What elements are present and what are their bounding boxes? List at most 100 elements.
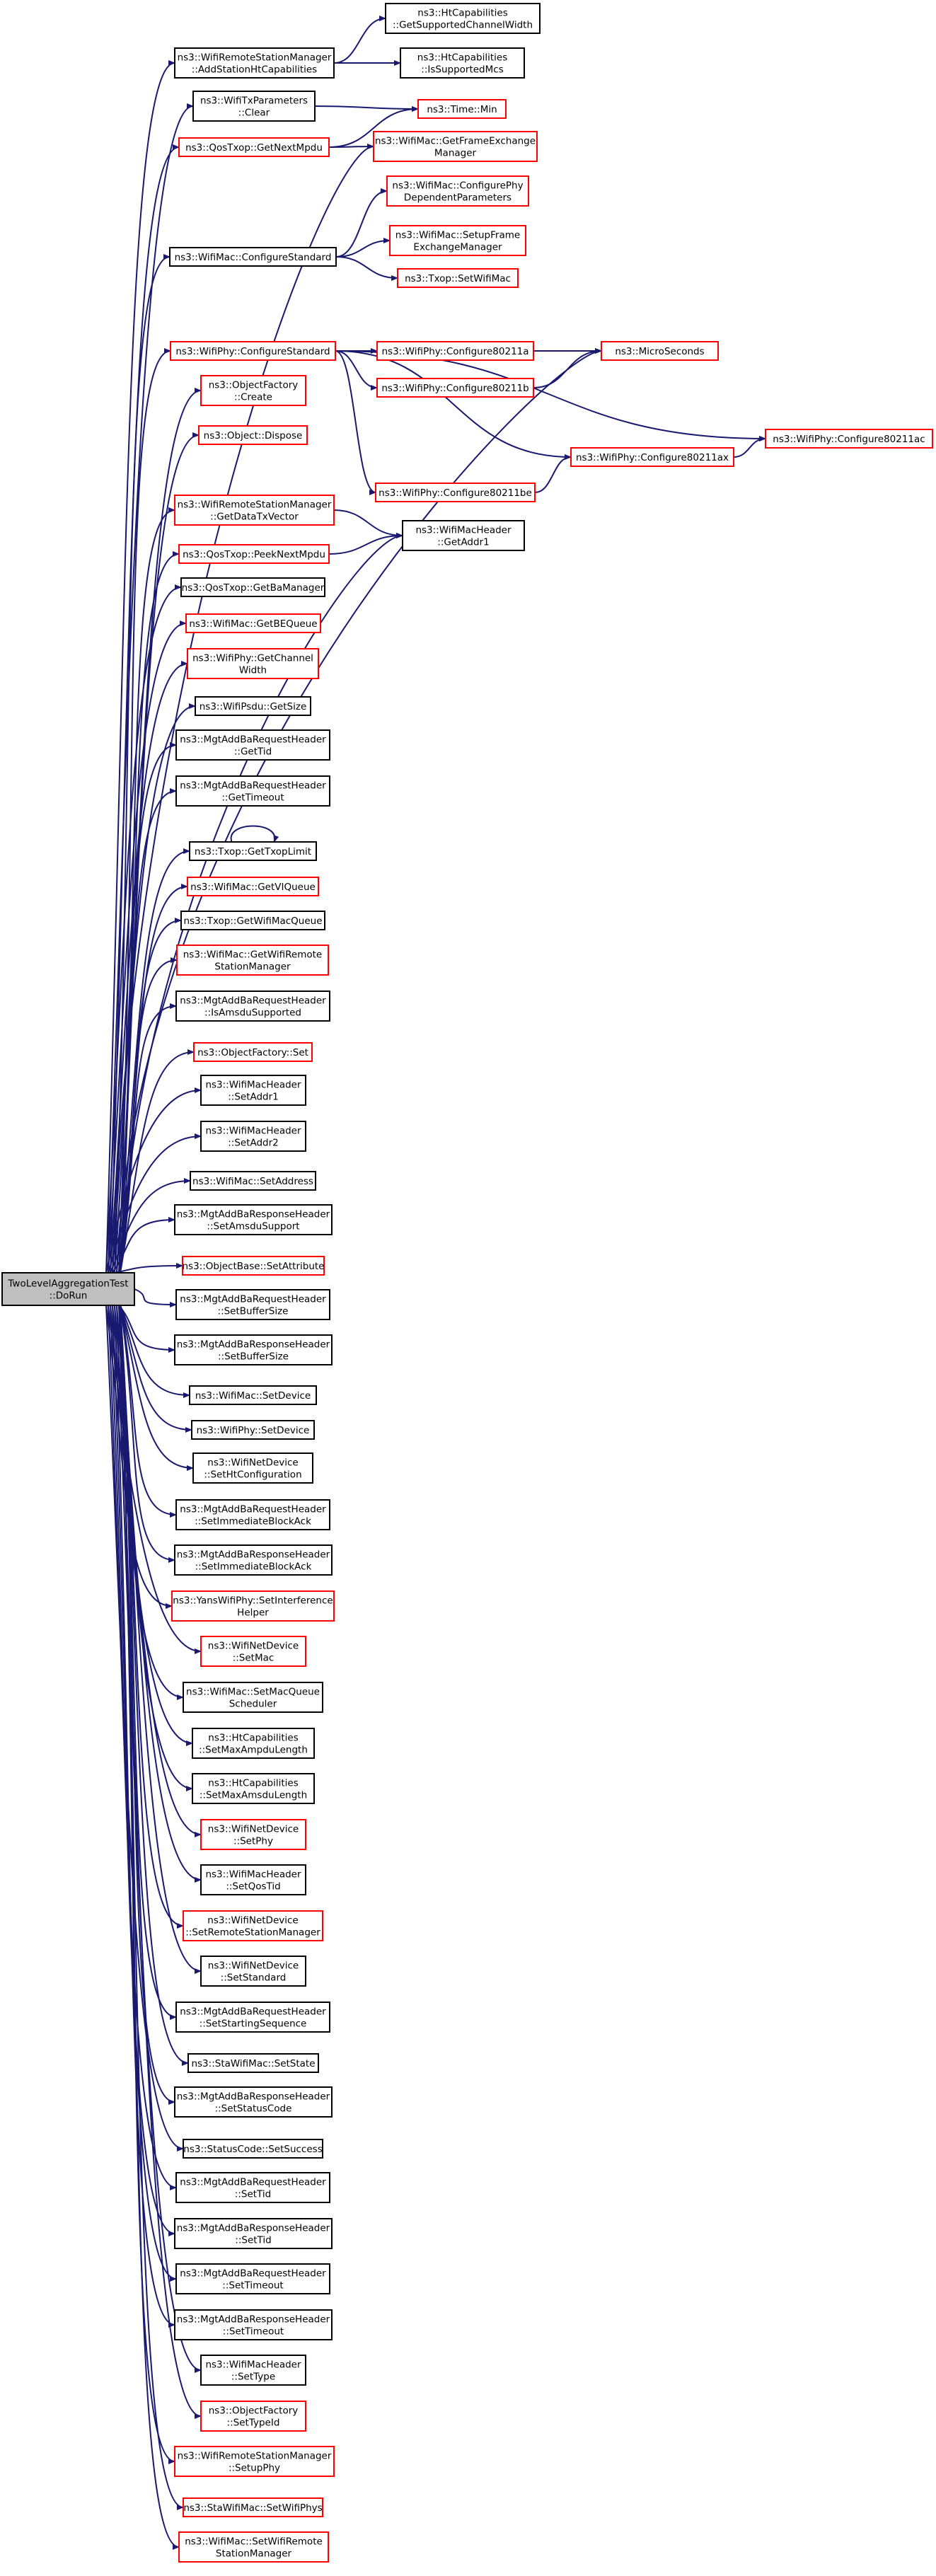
node-n_setwrsm[interactable]: ns3::WifiMac::SetWifiRemoteStationManage… [178,2531,329,2563]
node-n_peek[interactable]: ns3::QosTxop::PeekNextMpdu [178,544,330,564]
node-n_bamgr[interactable]: ns3::QosTxop::GetBaManager [180,577,325,597]
node-n_gettimeout[interactable]: ns3::MgtAddBaRequestHeader::GetTimeout [175,775,330,807]
edge-root-to-n_gettid [114,742,177,1273]
node-n_reqimm[interactable]: ns3::MgtAddBaRequestHeader::SetImmediate… [175,1499,330,1530]
node-n_ofcreate[interactable]: ns3::ObjectFactory::Create [200,375,306,406]
node-label: ::SetImmediateBlockAck [195,1561,312,1573]
node-n_micro[interactable]: ns3::MicroSeconds [601,341,719,361]
node-n_respsettid[interactable]: ns3::MgtAddBaResponseHeader::SetTid [174,2218,333,2249]
node-n_setstate[interactable]: ns3::StaWifiMac::SetState [187,2053,319,2073]
node-n_reqbuf[interactable]: ns3::MgtAddBaRequestHeader::SetBufferSiz… [175,1289,330,1320]
node-n_c11be[interactable]: ns3::WifiPhy::Configure80211be [375,483,536,502]
node-n_isamsdu[interactable]: ns3::MgtAddBaRequestHeader::IsAmsduSuppo… [175,990,330,1022]
node-n_ofset[interactable]: ns3::ObjectFactory::Set [193,1042,313,1062]
node-n_setupphy[interactable]: ns3::WifiRemoteStationManager::SetupPhy [174,2446,335,2477]
node-label: ExchangeManager [413,242,502,253]
node-n_setseq[interactable]: ns3::MgtAddBaRequestHeader::SetStartingS… [175,2002,330,2033]
node-n_setqostid[interactable]: ns3::WifiMacHeader::SetQosTid [200,1864,306,1895]
node-n_c11b[interactable]: ns3::WifiPhy::Configure80211b [376,378,534,398]
node-n_htsup[interactable]: ns3::HtCapabilities::GetSupportedChannel… [385,3,541,34]
node-n_getrsm[interactable]: ns3::WifiMac::GetWifiRemoteStationManage… [176,945,329,976]
node-n_txoplimit[interactable]: ns3::Txop::GetTxopLimit [189,841,317,861]
node-n_setaddress[interactable]: ns3::WifiMac::SetAddress [190,1171,316,1191]
node-label: ns3::WifiMac::ConfigureStandard [175,252,332,263]
node-label: ns3::MgtAddBaRequestHeader [180,2268,326,2280]
edge-root-to-n_physetdev [120,1305,192,1433]
node-n_addsta[interactable]: ns3::WifiRemoteStationManager::AddStatio… [174,47,335,79]
node-n_macconf[interactable]: ns3::WifiMac::ConfigureStandard [169,247,337,267]
node-label: ns3::WifiMac::SetAddress [192,1176,313,1187]
node-n_timemin[interactable]: ns3::Time::Min [417,99,507,119]
node-n_gettid[interactable]: ns3::MgtAddBaRequestHeader::GetTid [175,729,330,761]
node-n_setstd[interactable]: ns3::WifiNetDevice::SetStandard [200,1956,306,1987]
node-n_settype[interactable]: ns3::WifiMacHeader::SetType [200,2355,306,2386]
node-n_reqsettid[interactable]: ns3::MgtAddBaRequestHeader::SetTid [175,2172,330,2203]
node-n_respsettimeout[interactable]: ns3::MgtAddBaResponseHeader::SetTimeout [174,2309,333,2340]
node-label: ns3::MgtAddBaRequestHeader [180,734,326,746]
node-label: ns3::Txop::SetWifiMac [405,273,511,284]
node-n_reqsettimeout[interactable]: ns3::MgtAddBaRequestHeader::SetTimeout [175,2263,330,2294]
node-n_macsetdev[interactable]: ns3::WifiMac::SetDevice [189,1385,317,1405]
node-label: ns3::MgtAddBaRequestHeader [180,2006,326,2018]
node-n_phyconf[interactable]: ns3::WifiPhy::ConfigureStandard [170,341,336,361]
node-n_dispose[interactable]: ns3::Object::Dispose [198,425,308,445]
edge-root-to-n_setaddr2 [108,1133,202,1273]
node-n_setrsm[interactable]: ns3::WifiNetDevice::SetRemoteStationMana… [183,1910,323,1941]
node-n_setmac[interactable]: ns3::WifiNetDevice::SetMac [200,1636,306,1667]
edge-root-to-n_txclear [108,103,194,1273]
node-n_maxamsdu[interactable]: ns3::HtCapabilities::SetMaxAmsduLength [192,1773,315,1804]
node-n_viq[interactable]: ns3::WifiMac::GetVIQueue [187,877,319,896]
node-n_setsuccess[interactable]: ns3::StatusCode::SetSuccess [183,2139,323,2159]
edge-root-to-n_setaddr1 [105,1087,202,1273]
node-n_c11ac[interactable]: ns3::WifiPhy::Configure80211ac [765,429,933,449]
node-label: ns3::WifiMacHeader [205,2360,301,2371]
node-n_maxampdu[interactable]: ns3::HtCapabilities::SetMaxAmpduLength [192,1728,315,1759]
node-n_datatx[interactable]: ns3::WifiRemoteStationManager::GetDataTx… [174,495,335,526]
edge-root-to-n_addr1 [120,533,403,1273]
edge-root-to-n_reqimm [120,1305,177,1518]
node-n_wmq[interactable]: ns3::Txop::GetWifiMacQueue [180,911,325,930]
edge-root-to-n_txoplimit [118,848,190,1273]
edge-root-to-n_respsettimeout [114,1305,175,2328]
edge-root-to-n_setaddress [110,1178,191,1273]
node-root[interactable]: TwoLevelAggregationTest::DoRun [1,1272,135,1306]
node-label: ns3::Txop::GetTxopLimit [195,846,311,857]
node-n_setaddr2[interactable]: ns3::WifiMacHeader::SetAddr2 [200,1121,306,1152]
node-label: ns3::WifiRemoteStationManager [178,499,332,511]
node-n_setphy[interactable]: ns3::WifiNetDevice::SetPhy [200,1819,306,1850]
node-n_c11ax[interactable]: ns3::WifiPhy::Configure80211ax [570,447,734,467]
edge-n_macconf-to-n_setupfem [335,238,391,258]
node-label: ns3::WifiPsdu::GetSize [200,701,307,712]
node-n_setaddr1[interactable]: ns3::WifiMacHeader::SetAddr1 [200,1075,306,1106]
node-n_psdusize[interactable]: ns3::WifiPsdu::GetSize [195,696,311,716]
node-n_respbuf[interactable]: ns3::MgtAddBaResponseHeader::SetBufferSi… [174,1334,333,1365]
node-n_htmcs[interactable]: ns3::HtCapabilities::IsSupportedMcs [400,47,525,79]
node-n_setattr[interactable]: ns3::ObjectBase::SetAttribute [182,1256,325,1276]
node-label: StationManager [214,961,291,973]
node-n_physetdev[interactable]: ns3::WifiPhy::SetDevice [191,1420,315,1440]
node-n_txopsetmac[interactable]: ns3::Txop::SetWifiMac [397,268,519,288]
node-n_nextmpdu[interactable]: ns3::QosTxop::GetNextMpdu [178,137,330,157]
node-n_respimm[interactable]: ns3::MgtAddBaResponseHeader::SetImmediat… [174,1544,333,1576]
node-label: ::SetStartingSequence [200,2018,307,2030]
node-n_confphy[interactable]: ns3::WifiMac::ConfigurePhyDependentParam… [386,175,529,207]
node-n_txclear[interactable]: ns3::WifiTxParameters::Clear [192,91,316,122]
node-n_beq[interactable]: ns3::WifiMac::GetBEQueue [185,613,321,633]
node-n_settypeid[interactable]: ns3::ObjectFactory::SetTypeId [200,2401,306,2432]
node-n_setstatus[interactable]: ns3::MgtAddBaResponseHeader::SetStatusCo… [174,2086,333,2118]
node-n_sethtconf[interactable]: ns3::WifiNetDevice::SetHtConfiguration [192,1452,313,1484]
node-label: ns3::StaWifiMac::SetState [191,2058,315,2069]
node-label: ::DoRun [50,1290,88,1302]
node-label: ns3::WifiMac::GetBEQueue [189,618,317,630]
node-n_setamsdu[interactable]: ns3::MgtAddBaResponseHeader::SetAmsduSup… [174,1204,333,1235]
node-n_addr1[interactable]: ns3::WifiMacHeader::GetAddr1 [402,520,525,551]
node-label: ns3::WifiPhy::Configure80211a [381,346,528,357]
node-n_c11a[interactable]: ns3::WifiPhy::Configure80211a [376,341,534,361]
node-n_setwifiphys[interactable]: ns3::StaWifiMac::SetWifiPhys [183,2497,323,2517]
node-label: ns3::MgtAddBaResponseHeader [177,1339,330,1351]
